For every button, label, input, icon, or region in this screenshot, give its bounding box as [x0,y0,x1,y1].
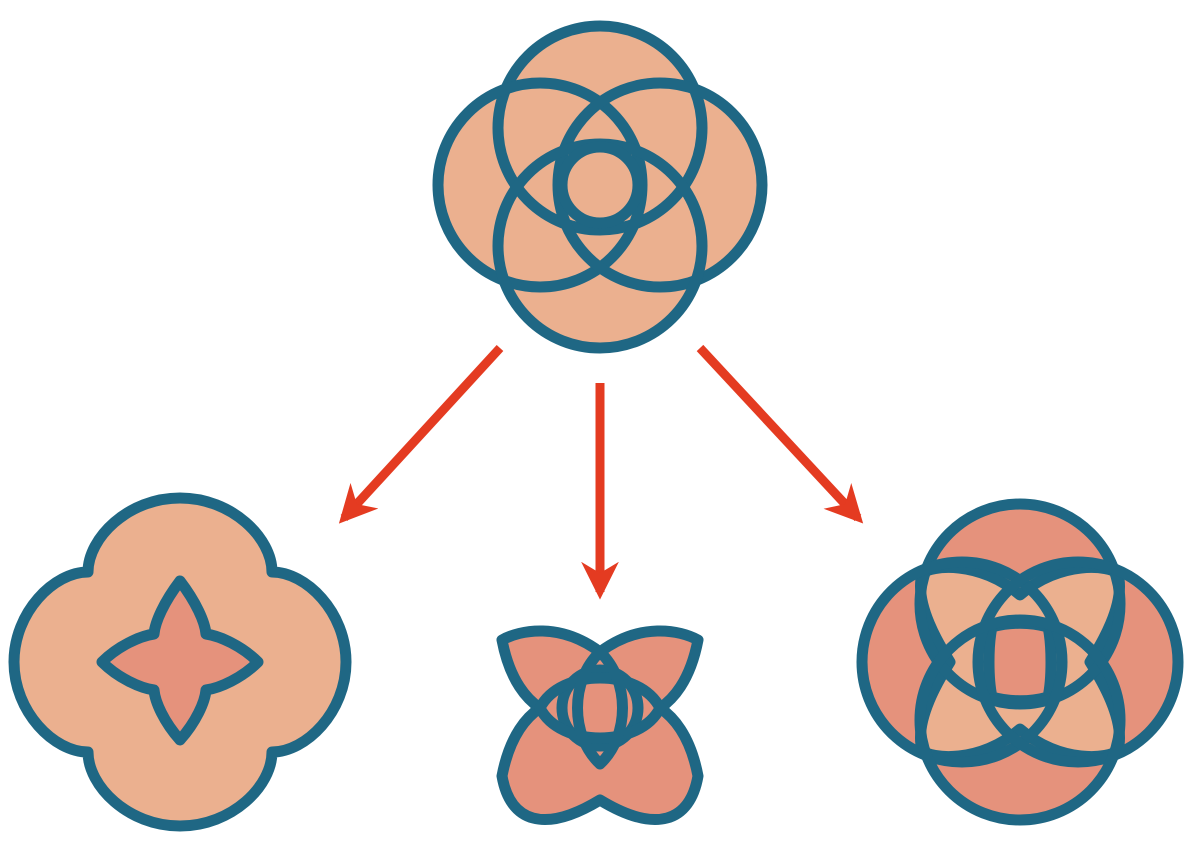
petals-shape [496,625,704,825]
result-union-with-star-hole [8,492,352,832]
petals-inner-arcs [534,672,666,744]
union-star-hole [96,575,264,746]
result-outer-and-center [856,498,1184,826]
arrows-group [338,344,864,600]
arrow-to-union [338,344,504,524]
arrow-to-mixed [696,344,864,524]
source-four-circle-shape [432,20,768,354]
mixed-center-region [983,617,1057,707]
source-circle-bottom [498,144,702,348]
result-four-petals [496,625,704,825]
